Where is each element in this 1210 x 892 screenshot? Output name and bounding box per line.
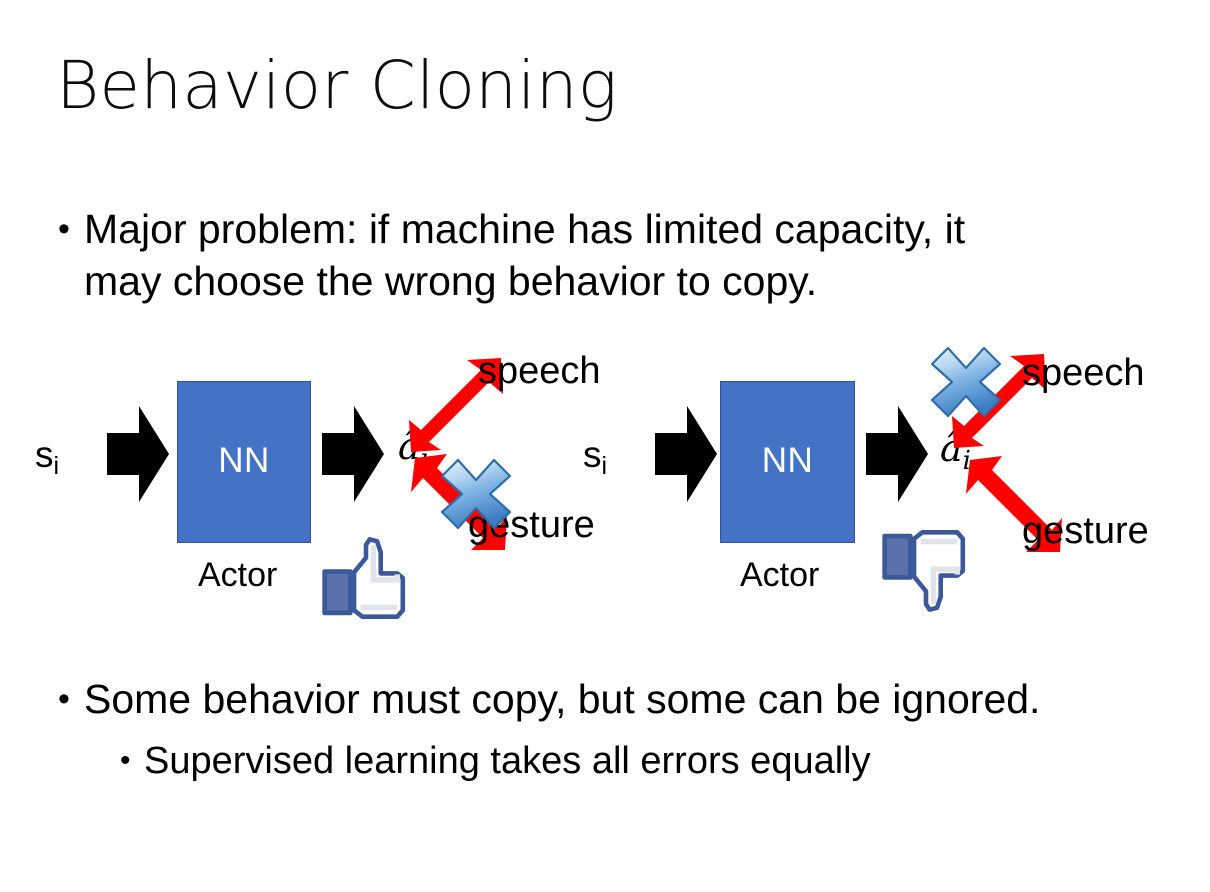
input-state-label-right: si xyxy=(583,434,608,480)
bullet-marker-icon: • xyxy=(58,210,70,248)
branch-label-speech-right: speech xyxy=(1022,352,1145,394)
bullet-text-bottom-2: Supervised learning takes all errors equ… xyxy=(144,740,871,782)
thumbs-down-icon xyxy=(880,525,972,617)
nn-box-label-right: NN xyxy=(761,441,814,481)
input-state-label-left: si xyxy=(35,434,60,480)
block-arrow-input-left xyxy=(107,402,169,506)
branch-label-gesture-right: gesture xyxy=(1022,510,1149,552)
bullet-item-bottom-2: • Supervised learning takes all errors e… xyxy=(120,735,1170,787)
branch-arrow-speech-left xyxy=(405,350,513,458)
bullet-text-top: Major problem: if machine has limited ca… xyxy=(84,206,966,304)
bullet-item-top: • Major problem: if machine has limited … xyxy=(58,203,1138,307)
nn-box-left: NN xyxy=(177,381,311,543)
cross-out-gesture-icon-left xyxy=(438,456,514,532)
block-arrow-input-right xyxy=(655,402,717,506)
bullet-marker-sub-icon: • xyxy=(120,744,131,777)
actor-caption-left: Actor xyxy=(198,556,278,594)
bullet-item-bottom-1: • Some behavior must copy, but some can … xyxy=(58,673,1158,725)
branch-label-speech-left: speech xyxy=(478,350,601,392)
diagram-right: si NN Actor âi xyxy=(570,340,1170,640)
block-arrow-output-right xyxy=(866,402,928,506)
bullet-text-bottom-1: Some behavior must copy, but some can be… xyxy=(84,676,1041,722)
page-title: Behavior Cloning xyxy=(56,47,618,124)
actor-caption-right: Actor xyxy=(740,556,820,594)
branch-arrow-gesture-right xyxy=(958,452,1066,560)
thumbs-up-icon xyxy=(320,532,412,624)
bullet-marker-icon: • xyxy=(58,680,70,718)
diagram-left: si NN Actor âi xyxy=(20,340,620,640)
block-arrow-output-left xyxy=(322,402,384,506)
nn-box-label-left: NN xyxy=(218,441,270,481)
nn-box-right: NN xyxy=(720,381,855,543)
cross-out-speech-icon-right xyxy=(928,344,1004,420)
